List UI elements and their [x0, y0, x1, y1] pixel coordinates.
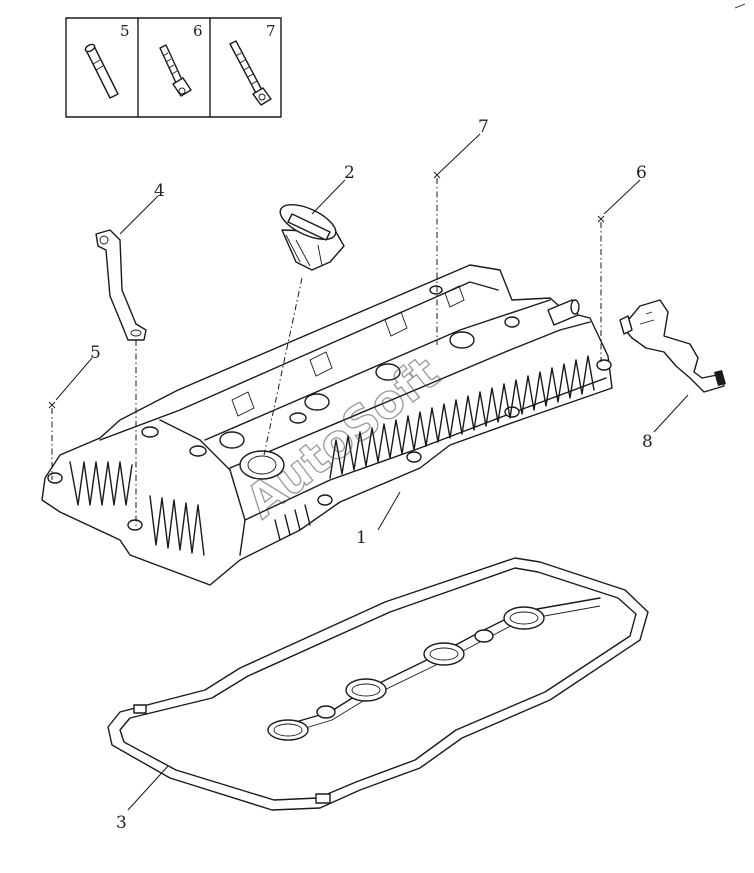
oil-filler-cap — [279, 203, 345, 271]
assembly-centerlines — [51, 178, 602, 528]
wire-bracket — [95, 229, 147, 341]
corner-mark — [734, 3, 746, 9]
callout-1: 1 — [356, 528, 367, 548]
long-bolt-icon — [229, 40, 272, 106]
callout-6: 6 — [636, 163, 647, 183]
callout-4: 4 — [154, 181, 165, 201]
callout-leaders — [55, 133, 689, 811]
cover-gasket — [107, 557, 649, 811]
cylinder-head-cover — [41, 264, 613, 586]
callout-5: 5 — [90, 343, 101, 363]
bolt-icon — [159, 44, 192, 97]
callout-2: 2 — [344, 163, 355, 183]
fastener-legend-box: 5 6 7 — [65, 17, 282, 118]
fastener-markers — [48, 171, 605, 409]
legend-label-6: 6 — [193, 22, 203, 40]
legend-label-7: 7 — [266, 22, 276, 40]
stud-icon — [84, 43, 119, 99]
callout-labels: 1 2 3 4 5 6 7 8 — [90, 117, 653, 833]
callout-7: 7 — [478, 117, 489, 137]
callout-3: 3 — [116, 813, 127, 833]
harness-bracket — [619, 299, 726, 393]
legend-label-5: 5 — [120, 22, 130, 40]
callout-8: 8 — [642, 432, 653, 452]
cooling-ribs — [69, 355, 595, 556]
